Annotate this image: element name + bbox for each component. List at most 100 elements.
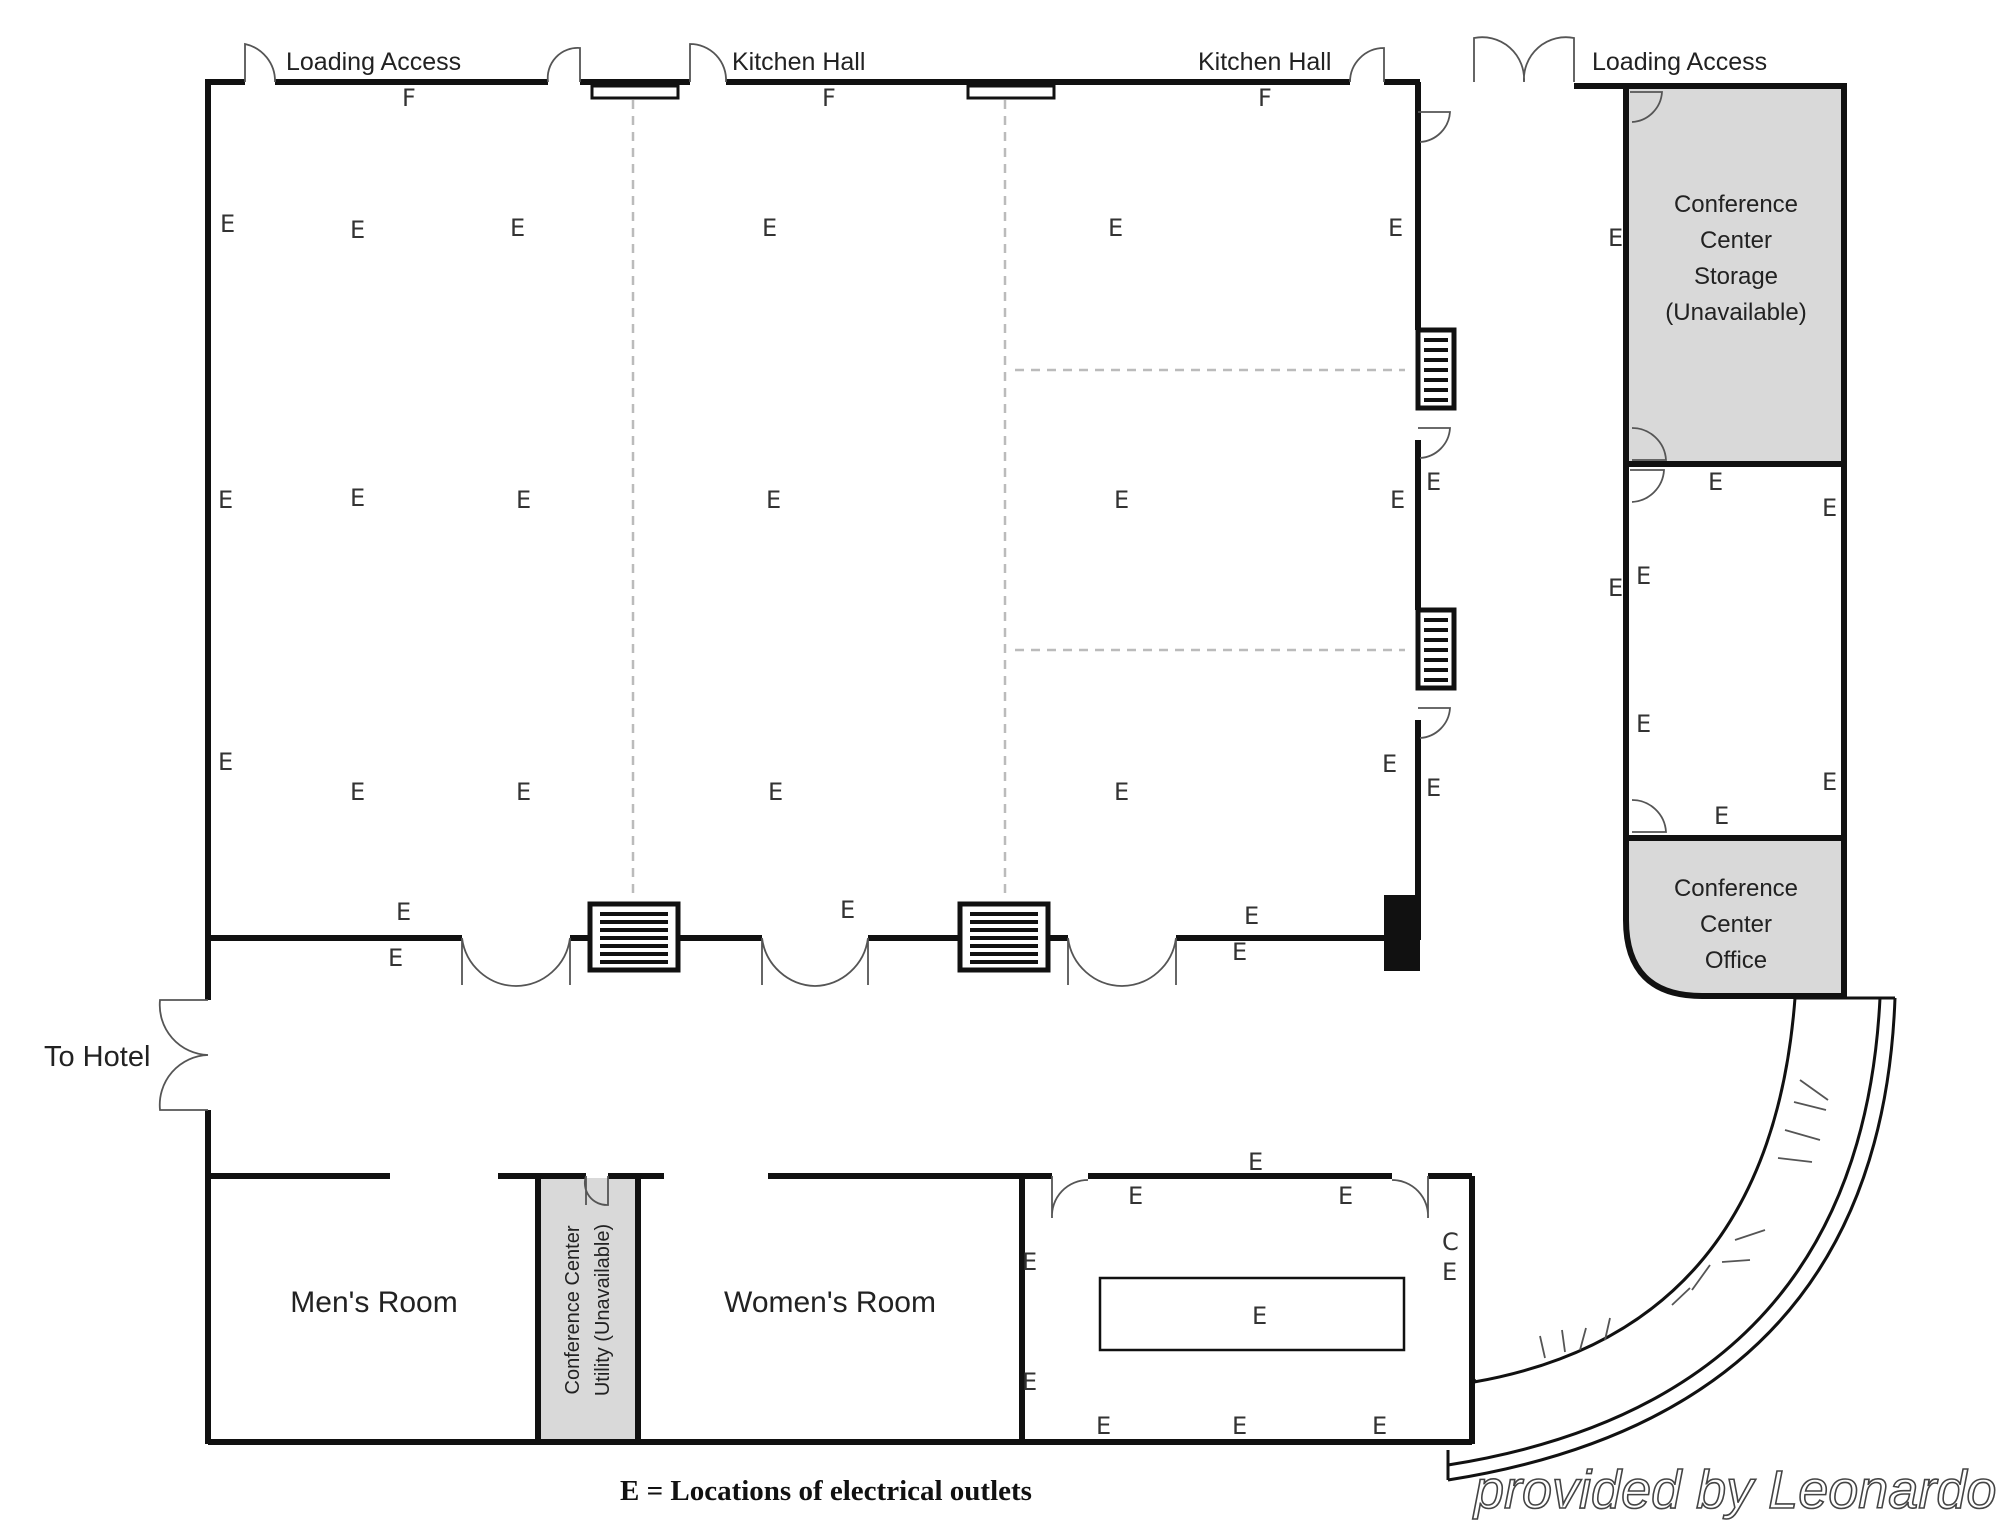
electrical-outlet-mark: E — [396, 898, 411, 926]
electrical-outlet-mark: E — [1108, 214, 1123, 242]
electrical-outlet-mark: E — [1388, 214, 1403, 242]
electrical-outlet-mark: E — [766, 486, 781, 514]
lobby-door-1 — [1793, 1079, 1829, 1111]
electrical-outlet-mark: E — [516, 486, 531, 514]
label-kitchen-hall-right: Kitchen Hall — [1198, 48, 1331, 76]
lobby-door-6 — [1539, 1329, 1566, 1359]
airwall-stack-east-2 — [1415, 607, 1457, 691]
electrical-outlet-mark: E — [1822, 768, 1837, 796]
electrical-outlet-mark: E — [1390, 486, 1405, 514]
door-south-2 — [761, 937, 869, 987]
lobby-curve-mid — [1447, 997, 1882, 1467]
door-room-1 — [1630, 469, 1665, 503]
door-loading-right — [1473, 36, 1575, 83]
electrical-outlet-mark: E — [1022, 1248, 1037, 1276]
door-storage-2 — [1631, 427, 1667, 461]
utility-room-fill — [538, 1178, 636, 1440]
lobby-curve-outer — [1447, 997, 1897, 1482]
label-utility-line-1: Conference Center — [562, 1225, 584, 1394]
north-panel-1 — [590, 84, 680, 100]
electrical-outlet-mark: E — [768, 778, 783, 806]
legend-text: E = Locations of electrical outlets — [620, 1475, 1032, 1507]
door-east-2 — [1418, 427, 1451, 459]
electrical-outlet-mark: E — [1426, 774, 1441, 802]
label-office-line-2: Center — [1700, 911, 1772, 938]
electrical-outlet-mark: E — [218, 748, 233, 776]
ballroom-west-wall — [205, 79, 245, 940]
electrical-outlet-mark: E — [762, 214, 777, 242]
electrical-outlet-mark: E — [1608, 224, 1623, 252]
storage-room-fill — [1628, 88, 1842, 462]
door-meeting-2 — [1391, 1176, 1429, 1219]
f-mark: F — [822, 84, 836, 112]
electrical-outlet-mark: E — [388, 944, 403, 972]
door-kitchen-left-b — [689, 43, 727, 83]
electrical-outlet-mark: E — [220, 210, 235, 238]
electrical-outlet-mark: E — [1232, 1412, 1247, 1440]
electrical-outlet-mark: E — [1244, 902, 1259, 930]
lobby-wall-stub — [1469, 1377, 1477, 1385]
electrical-outlet-mark: E — [1714, 802, 1729, 830]
f-mark: F — [402, 84, 416, 112]
office-curved-wall — [1623, 919, 1844, 999]
label-womens-room: Women's Room — [724, 1286, 936, 1319]
label-utility-line-2: Utility (Unavailable) — [592, 1224, 614, 1396]
electrical-outlet-mark: E — [1382, 750, 1397, 778]
label-storage: Conference Center Storage (Unavailable) — [1665, 191, 1806, 326]
label-storage-line-3: Storage — [1694, 263, 1778, 290]
lobby-door-4 — [1671, 1264, 1711, 1306]
electrical-outlet-mark: E — [1252, 1302, 1267, 1330]
label-utility: Conference Center Utility (Unavailable) — [562, 1224, 614, 1396]
electrical-outlet-mark: E — [840, 896, 855, 924]
electrical-outlet-mark: E — [1232, 938, 1247, 966]
label-loading-access-left: Loading Access — [286, 48, 461, 76]
airwall-stack-east-1 — [1415, 327, 1457, 411]
electrical-outlet-mark: E — [1114, 778, 1129, 806]
label-storage-line-1: Conference — [1674, 191, 1798, 218]
electrical-outlet-mark: E — [1636, 710, 1651, 738]
door-kitchen-right — [1349, 47, 1385, 83]
label-storage-line-4: (Unavailable) — [1665, 299, 1806, 326]
label-loading-access-right: Loading Access — [1592, 48, 1767, 76]
electrical-outlet-mark: E — [1442, 1258, 1457, 1286]
door-south-1 — [461, 937, 571, 987]
door-loading-left — [244, 42, 276, 83]
door-room-2 — [1631, 799, 1667, 833]
door-kitchen-left-a — [546, 47, 581, 83]
label-to-hotel: To Hotel — [44, 1041, 150, 1073]
electrical-outlet-mark: E — [1022, 1368, 1037, 1396]
door-to-hotel — [158, 999, 209, 1111]
office-room-fill — [1628, 840, 1842, 996]
door-utility — [583, 1175, 609, 1206]
electrical-outlet-mark: E — [350, 484, 365, 512]
c-mark: C — [1442, 1228, 1459, 1256]
electrical-outlet-mark: E — [510, 214, 525, 242]
label-office-line-3: Office — [1705, 947, 1767, 974]
lobby-curve-inner — [1473, 997, 1797, 1384]
meeting-table — [1098, 1276, 1406, 1352]
electrical-outlet-mark: E — [1248, 1148, 1263, 1176]
door-meeting-1 — [1051, 1176, 1089, 1219]
electrical-outlet-mark: E — [1636, 562, 1651, 590]
door-south-3 — [1067, 937, 1177, 987]
electrical-outlet-mark: E — [1822, 494, 1837, 522]
label-storage-line-2: Center — [1700, 227, 1772, 254]
north-panel-2 — [966, 84, 1056, 100]
lobby-door-3 — [1721, 1229, 1766, 1263]
electrical-outlet-mark: E — [1338, 1182, 1353, 1210]
electrical-outlet-mark: E — [516, 778, 531, 806]
credit-watermark: provided by Leonardo — [1472, 1460, 1996, 1520]
door-east-1 — [1418, 111, 1451, 143]
label-kitchen-hall-left: Kitchen Hall — [732, 48, 865, 76]
door-storage-1 — [1630, 91, 1663, 123]
electrical-outlet-mark: E — [350, 778, 365, 806]
label-office: Conference Center Office — [1674, 875, 1798, 974]
electrical-outlet-mark: E — [1372, 1412, 1387, 1440]
label-mens-room: Men's Room — [290, 1286, 457, 1319]
electrical-outlet-mark: E — [1096, 1412, 1111, 1440]
electrical-outlet-mark: E — [1128, 1182, 1143, 1210]
door-east-3 — [1418, 707, 1451, 739]
corner-column — [1384, 895, 1420, 971]
lobby-door-5 — [1579, 1317, 1611, 1351]
